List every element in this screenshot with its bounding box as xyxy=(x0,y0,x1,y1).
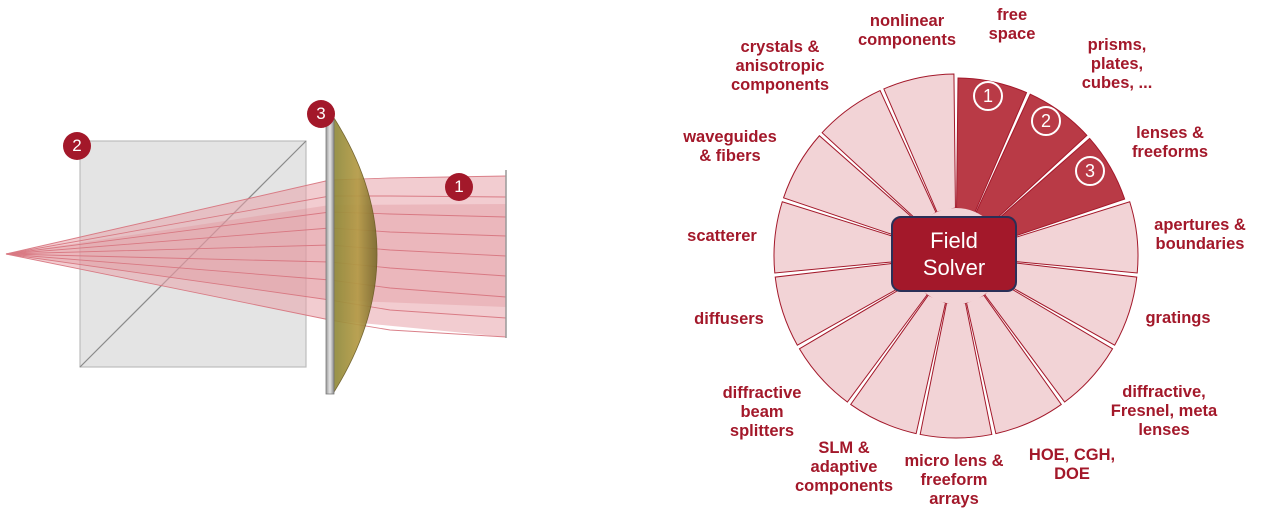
label-prisms-plates-cubes: prisms, plates, cubes, ... xyxy=(1081,36,1153,92)
wheel-segment-12 xyxy=(773,201,911,274)
label-slm-adaptive: SLM & adaptive components xyxy=(794,439,894,495)
label-gratings: gratings xyxy=(1145,309,1211,327)
optical-setup xyxy=(5,115,507,395)
segment-badge-3-text: 3 xyxy=(1084,160,1095,181)
segment-badge-1: 1 xyxy=(973,81,1003,111)
segment-badge-1-text: 1 xyxy=(982,85,993,106)
segment-badge-3: 3 xyxy=(1075,156,1105,186)
label-free-space: free space xyxy=(988,6,1036,43)
wheel-segment-8 xyxy=(919,302,993,439)
label-nonlinear-components: nonlinear components xyxy=(857,12,957,49)
field-solver-label: Field Solver xyxy=(922,228,986,280)
label-scatterer: scatterer xyxy=(687,227,757,245)
badge-3-text: 3 xyxy=(316,104,326,123)
label-apertures-boundaries: apertures & boundaries xyxy=(1154,216,1246,253)
lens-plate xyxy=(325,115,335,395)
segment-badge-2-text: 2 xyxy=(1040,110,1051,131)
field-solver-box: Field Solver xyxy=(891,216,1017,292)
badge-1-text: 1 xyxy=(454,177,464,196)
label-lenses-freeforms: lenses & freeforms xyxy=(1131,124,1209,161)
badge-2-text: 2 xyxy=(72,136,82,155)
wheel-segment-11 xyxy=(774,261,915,346)
badge-1: 1 xyxy=(445,173,473,201)
label-micro-lens-arrays: micro lens & freeform arrays xyxy=(904,452,1004,508)
label-diffractive-beam-splitters: diffractive beam splitters xyxy=(722,384,802,440)
wheel-segment-13 xyxy=(782,135,921,242)
label-hoe-cgh-doe: HOE, CGH, DOE xyxy=(1028,446,1116,483)
wheel-segment-9 xyxy=(850,294,947,435)
wheel-segment-15 xyxy=(883,73,956,213)
wheel-segment-1 xyxy=(956,77,1028,213)
badge-3: 3 xyxy=(307,100,335,128)
wheel-segment-4 xyxy=(1001,201,1139,274)
plano-convex-lens xyxy=(333,116,378,394)
label-waveguides-fibers: waveguides & fibers xyxy=(683,128,777,165)
label-diffusers: diffusers xyxy=(694,310,764,328)
badge-2: 2 xyxy=(63,132,91,160)
wheel-segment-10 xyxy=(798,279,928,403)
segment-badge-2: 2 xyxy=(1031,106,1061,136)
label-diffractive-fresnel-meta: diffractive, Fresnel, meta lenses xyxy=(1110,383,1218,439)
wheel-segment-7 xyxy=(965,294,1062,435)
wheel-segment-14 xyxy=(821,89,937,225)
label-crystals-anisotropic: crystals & anisotropic components xyxy=(730,38,830,94)
wheel-segment-6 xyxy=(984,279,1114,403)
wheel-segment-5 xyxy=(997,261,1138,346)
